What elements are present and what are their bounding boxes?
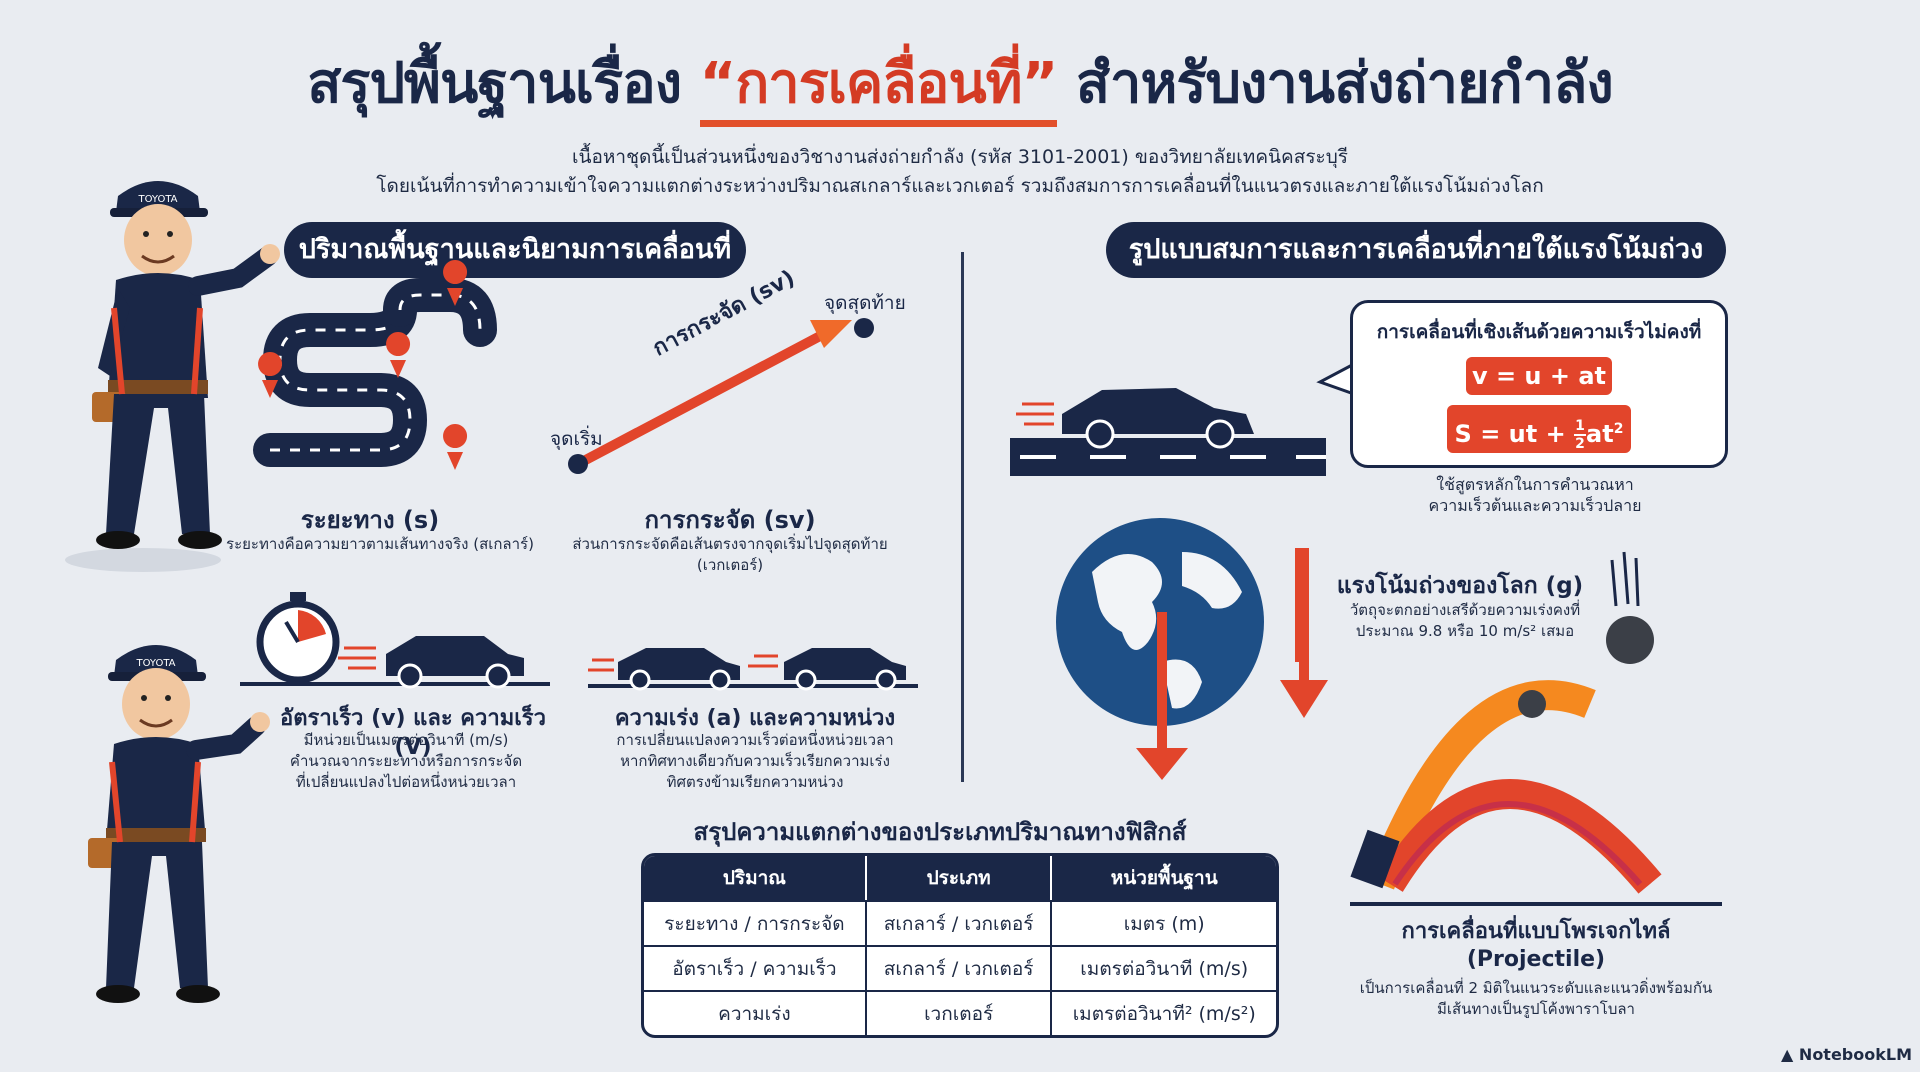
table-header-row: ปริมาณ ประเภท หน่วยพื้นฐาน [644, 856, 1276, 900]
subtitle: เนื้อหาชุดนี้เป็นส่วนหนึ่งของวิชางานส่งถ… [0, 143, 1920, 201]
formula-exponent: 2 [1613, 421, 1624, 437]
table-header-cell: ประเภท [866, 856, 1053, 900]
speed-desc-line-1: มีหน่วยเป็นเมตรต่อวินาที (m/s) [303, 731, 509, 749]
table-row: อัตราเร็ว / ความเร็ว สเกลาร์ / เวกเตอร์ … [644, 945, 1276, 990]
mascot-mechanic-top: TOYOTA [65, 181, 280, 572]
start-point-label: จุดเริ่ม [550, 428, 603, 450]
formula-note-line-2: ความเร็วต้นและความเร็วปลาย [1428, 496, 1642, 515]
formula-title: การเคลื่อนที่เชิงเส้นด้วยความเร็วไม่คงที… [1376, 321, 1702, 343]
speed-desc-line-3: ที่เปลี่ยนแปลงไปต่อหนึ่งหน่วยเวลา [295, 773, 517, 791]
fraction-numerator: 1 [1575, 418, 1585, 434]
table-cell: ความเร่ง [644, 990, 867, 1035]
table-cell: ระยะทาง / การกระจัด [644, 900, 867, 945]
table-cell: เมตรต่อวินาที (m/s) [1052, 945, 1276, 990]
mascot-cap-text: TOYOTA [137, 194, 177, 205]
fraction-denominator: 2 [1575, 436, 1585, 452]
projectile-title-line-2: (Projectile) [1466, 947, 1606, 972]
displacement-desc-line-1: ส่วนการกระจัดคือเส้นตรงจากจุดเริ่มไปจุดส… [572, 535, 888, 553]
formula-note: ใช้สูตรหลักในการคำนวณหา ความเร็วต้นและคว… [1380, 474, 1690, 516]
formula-displacement-suffix: at [1586, 420, 1614, 448]
stopwatch-car-icon [240, 592, 550, 689]
speed-title: อัตราเร็ว (v) และ ความเร็ว (V) [280, 706, 546, 760]
acceleration-title: ความเร่ง (a) และความหน่วง [614, 706, 896, 731]
formula-note-line-1: ใช้สูตรหลักในการคำนวณหา [1436, 475, 1634, 494]
section-divider [961, 252, 964, 782]
notebooklm-icon: ▲ [1781, 1045, 1794, 1064]
formula-displacement-prefix: S = ut + [1454, 420, 1575, 448]
distance-title: ระยะทาง (s) [300, 506, 440, 534]
end-point-label: จุดสุดท้าย [824, 292, 906, 314]
table-row: ความเร่ง เวกเตอร์ เมตรต่อวินาที² (m/s²) [644, 990, 1276, 1035]
falling-ball-icon [1606, 551, 1654, 664]
acceleration-desc: การเปลี่ยนแปลงความเร็วต่อหนึ่งหน่วยเวลา … [570, 730, 940, 793]
displacement-arrow-diagram [568, 318, 874, 474]
summary-table-title: สรุปความแตกต่างของประเภทปริมาณทางฟิสิกส์ [693, 818, 1187, 846]
notebooklm-label: NotebookLM [1798, 1045, 1912, 1064]
table-cell: เมตร (m) [1052, 900, 1276, 945]
table-cell: อัตราเร็ว / ความเร็ว [644, 945, 867, 990]
projectile-title-line-1: การเคลื่อนที่แบบโพรเจกไทล์ [1401, 919, 1671, 944]
title-after: สำหรับงานส่งถ่ายกำลัง [1057, 51, 1614, 116]
gravity-title: แรงโน้มถ่วงของโลก (g) [1336, 573, 1584, 599]
projectile-arc-icon [1350, 680, 1722, 906]
table-header-cell: ปริมาณ [644, 856, 867, 900]
displacement-desc-line-2: (เวกเตอร์) [696, 556, 764, 574]
table-row: ระยะทาง / การกระจัด สเกลาร์ / เวกเตอร์ เ… [644, 900, 1276, 945]
table-cell: สเกลาร์ / เวกเตอร์ [866, 900, 1053, 945]
formula-velocity: v = u + at [1466, 357, 1612, 395]
mascot-cap-text-2: TOYOTA [135, 658, 175, 669]
winding-road-icon [253, 260, 497, 470]
projectile-title: การเคลื่อนที่แบบโพรเจกไทล์ (Projectile) [1336, 918, 1736, 974]
subtitle-line-2: โดยเน้นที่การทำความเข้าใจความแตกต่างระหว… [376, 175, 1544, 197]
page-title: สรุปพื้นฐานเรื่อง “การเคลื่อนที่” สำหรับ… [0, 38, 1920, 127]
gravity-desc: วัตถุจะตกอย่างเสรีด้วยความเร่งคงที่ ประม… [1330, 600, 1600, 642]
notebooklm-logo: ▲ NotebookLM [1781, 1045, 1912, 1064]
table-cell: สเกลาร์ / เวกเตอร์ [866, 945, 1053, 990]
displacement-desc: ส่วนการกระจัดคือเส้นตรงจากจุดเริ่มไปจุดส… [560, 534, 900, 576]
mascot-mechanic-bottom: TOYOTA [88, 645, 270, 1003]
projectile-desc-line-2: มีเส้นทางเป็นรูปโค้งพาราโบลา [1437, 1000, 1635, 1018]
right-section-heading: รูปแบบสมการและการเคลื่อนที่ภายใต้แรงโน้ม… [1106, 222, 1726, 278]
acceleration-desc-line-2: หากทิศทางเดียวกับความเร็วเรียกความเร่ง [620, 752, 890, 770]
displacement-title: การกระจัด (sv) [644, 506, 816, 534]
subtitle-line-1: เนื้อหาชุดนี้เป็นส่วนหนึ่งของวิชางานส่งถ… [572, 146, 1348, 168]
table-cell: เมตรต่อวินาที² (m/s²) [1052, 990, 1276, 1035]
summary-table: ปริมาณ ประเภท หน่วยพื้นฐาน ระยะทาง / การ… [641, 853, 1279, 1038]
projectile-desc-line-1: เป็นการเคลื่อนที่ 2 มิติในแนวระดับและแนว… [1359, 979, 1713, 997]
speed-desc-line-2: คำนวณจากระยะทางหรือการกระจัด [289, 752, 523, 770]
table-header-cell: หน่วยพื้นฐาน [1052, 856, 1276, 900]
projectile-desc: เป็นการเคลื่อนที่ 2 มิติในแนวระดับและแนว… [1306, 978, 1766, 1020]
gravity-arrow-icon [1280, 548, 1328, 718]
formula-box: การเคลื่อนที่เชิงเส้นด้วยความเร็วไม่คงที… [1350, 300, 1728, 468]
acceleration-desc-line-1: การเปลี่ยนแปลงความเร็วต่อหนึ่งหน่วยเวลา [616, 731, 894, 749]
gravity-desc-line-2: ประมาณ 9.8 หรือ 10 m/s² เสมอ [1355, 622, 1575, 640]
gravity-desc-line-1: วัตถุจะตกอย่างเสรีด้วยความเร่งคงที่ [1349, 601, 1581, 619]
speed-desc: มีหน่วยเป็นเมตรต่อวินาที (m/s) คำนวณจากร… [236, 730, 576, 793]
left-section-heading: ปริมาณพื้นฐานและนิยามการเคลื่อนที่ [284, 222, 746, 278]
earth-icon [1056, 518, 1305, 780]
two-cars-acceleration-icon [588, 648, 918, 691]
acceleration-desc-line-3: ทิศตรงข้ามเรียกความหน่วง [666, 773, 844, 791]
car-on-road-icon [1010, 388, 1326, 476]
title-highlight: “การเคลื่อนที่” [699, 51, 1058, 127]
title-before: สรุปพื้นฐานเรื่อง [307, 51, 700, 116]
table-cell: เวกเตอร์ [866, 990, 1053, 1035]
distance-desc: ระยะทางคือความยาวตามเส้นทางจริง (สเกลาร์… [226, 535, 534, 553]
